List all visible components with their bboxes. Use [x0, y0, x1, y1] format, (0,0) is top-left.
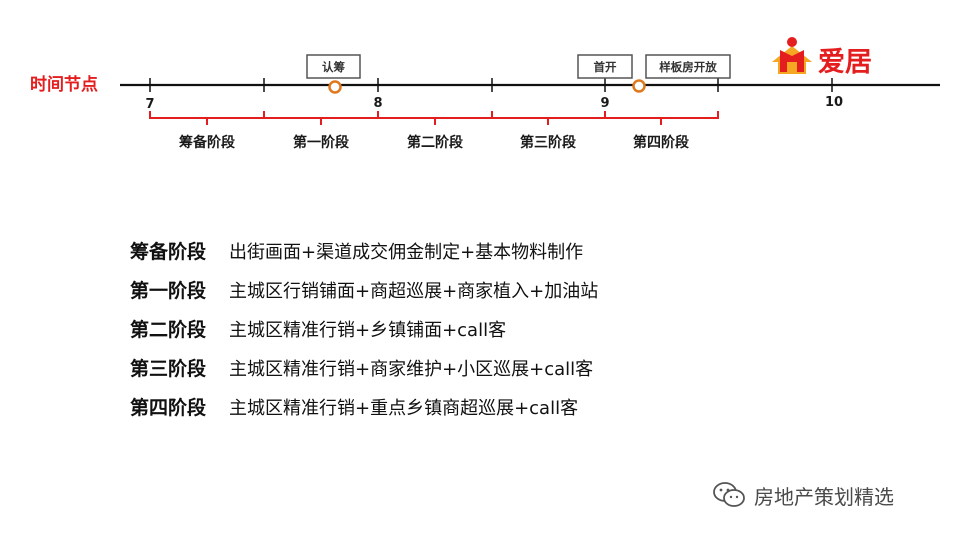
- event-label: 首开: [594, 60, 617, 74]
- detail-row-4: 第四阶段 主城区精准行销+重点乡镇商超巡展+call客: [130, 387, 770, 426]
- detail-phase-name: 第三阶段: [130, 358, 207, 380]
- detail-phase-name: 第四阶段: [130, 397, 207, 419]
- detail-phase-name: 第一阶段: [130, 280, 207, 302]
- detail-phase-desc: 主城区行销铺面+商超巡展+商家植入+加油站: [229, 280, 599, 302]
- event-marker-shoukai: [632, 79, 646, 93]
- event-box: [645, 54, 731, 79]
- detail-phase-desc: 主城区精准行销+重点乡镇商超巡展+call客: [229, 397, 579, 419]
- watermark-text: 房地产策划精选: [754, 484, 894, 509]
- detail-phase-desc: 出街画面+渠道成交佣金制定+基本物料制作: [229, 241, 584, 263]
- phase-label-1: 第一阶段: [293, 134, 349, 151]
- tick-label-8: 8: [373, 96, 382, 111]
- phase-label-3: 第三阶段: [520, 134, 576, 151]
- minor-ticks: [149, 78, 833, 92]
- detail-phase-name: 第二阶段: [130, 319, 207, 341]
- aiju-logo: 爱居: [772, 37, 872, 78]
- phase-brackets: [149, 111, 719, 125]
- event-label: 认筹: [322, 60, 345, 74]
- house-person-logo-icon: [772, 37, 812, 74]
- event-marker-renchou: [328, 80, 342, 94]
- event-box: [306, 54, 361, 79]
- event-label: 样板房开放: [659, 60, 717, 74]
- tick-label-10: 10: [825, 95, 843, 110]
- phase-details: 筹备阶段 出街画面+渠道成交佣金制定+基本物料制作 第一阶段 主城区行销铺面+商…: [130, 231, 770, 426]
- logo-text: 爱居: [818, 47, 872, 78]
- phase-label-prep: 筹备阶段: [179, 134, 235, 151]
- tick-label-9: 9: [600, 96, 609, 111]
- event-shoukai: 首开: [577, 54, 633, 79]
- tick-label-7: 7: [145, 97, 154, 112]
- timeline-title: 时间节点: [30, 74, 98, 95]
- detail-row-1: 第一阶段 主城区行销铺面+商超巡展+商家植入+加油站: [130, 270, 770, 309]
- phase-label-2: 第二阶段: [407, 134, 463, 151]
- detail-phase-desc: 主城区精准行销+乡镇铺面+call客: [229, 319, 507, 341]
- detail-phase-desc: 主城区精准行销+商家维护+小区巡展+call客: [229, 358, 594, 380]
- wechat-icon: [713, 482, 745, 507]
- detail-row-2: 第二阶段 主城区精准行销+乡镇铺面+call客: [130, 309, 770, 348]
- event-box: [577, 54, 633, 79]
- phase-label-4: 第四阶段: [633, 134, 689, 151]
- detail-row-prep: 筹备阶段 出街画面+渠道成交佣金制定+基本物料制作: [130, 231, 770, 270]
- event-renchou: 认筹: [306, 54, 361, 79]
- detail-row-3: 第三阶段 主城区精准行销+商家维护+小区巡展+call客: [130, 348, 770, 387]
- event-yangbanfang: 样板房开放: [645, 54, 731, 79]
- detail-phase-name: 筹备阶段: [130, 241, 207, 263]
- watermark: 房地产策划精选: [712, 480, 894, 510]
